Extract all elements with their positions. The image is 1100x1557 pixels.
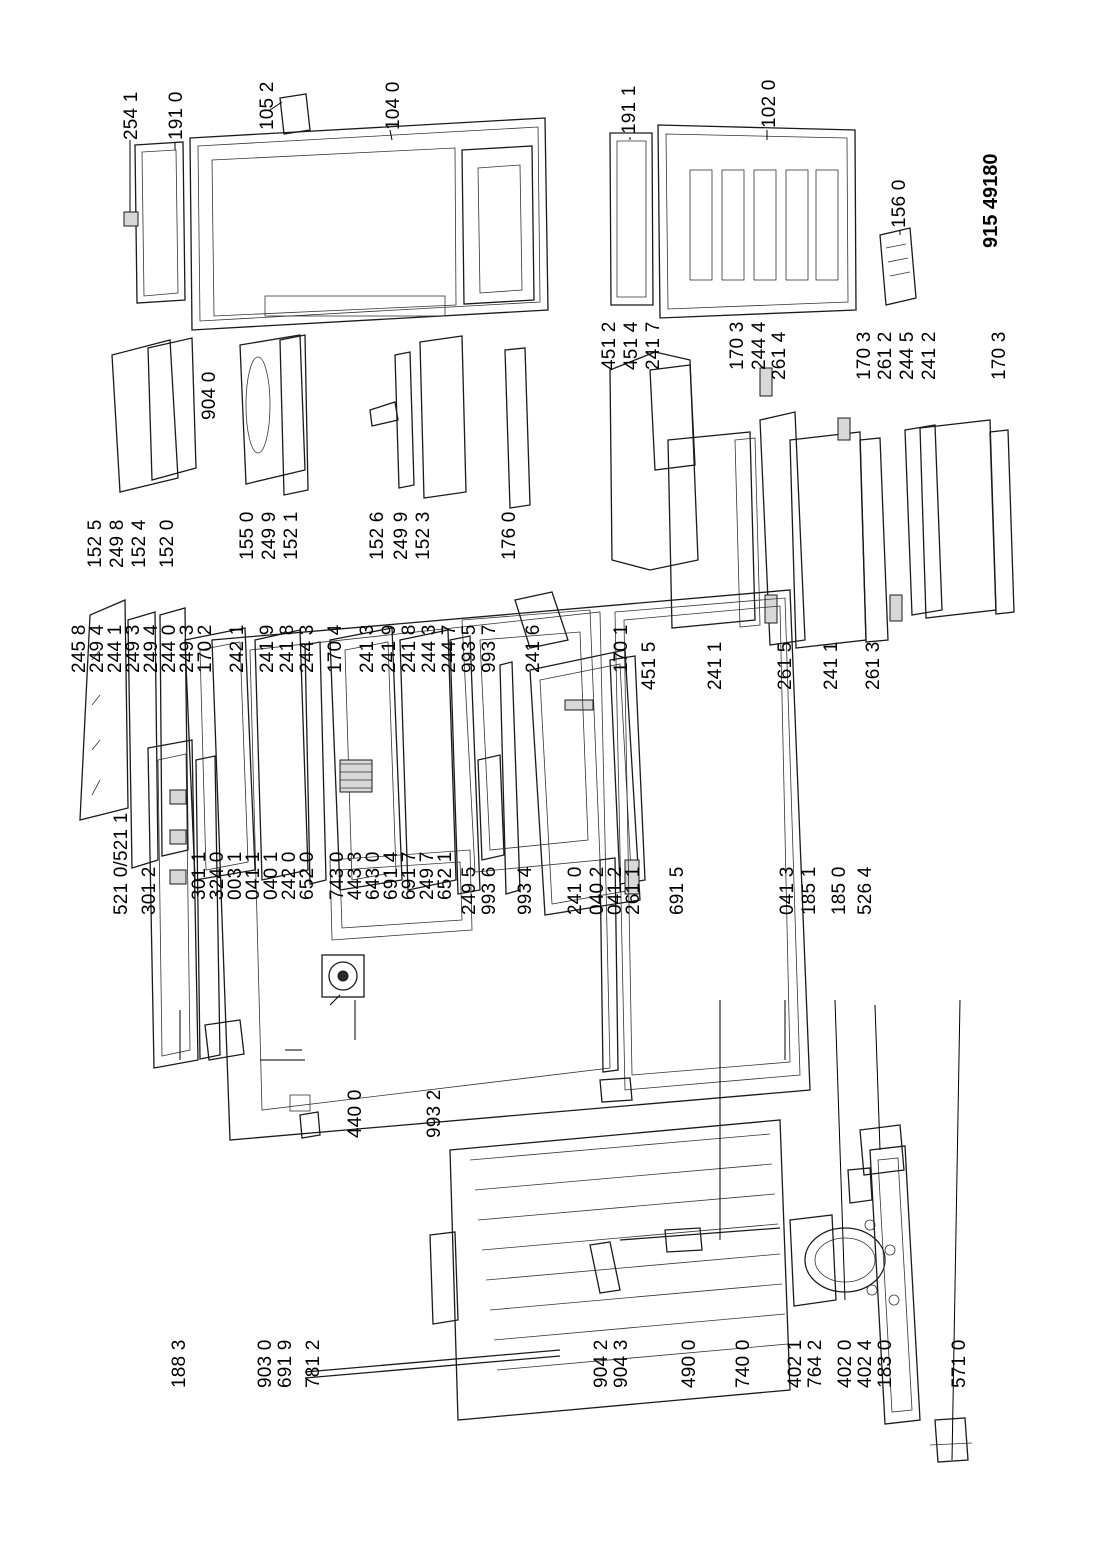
- label-241-8-a: 241 8: [277, 624, 298, 673]
- label-261-5: 261 5: [775, 641, 796, 690]
- upper-door-gasket: [123, 141, 186, 304]
- label-571-0: 571 0: [949, 1339, 970, 1388]
- label-903-0: 903 0: [255, 1339, 276, 1388]
- document-number: 915 49180: [980, 153, 1002, 248]
- label-241-3: 241 3: [357, 624, 378, 673]
- label-170-2: 170 2: [195, 624, 216, 673]
- label-652-1: 652 1: [435, 851, 456, 900]
- fan-assembly: [321, 954, 365, 998]
- label-170-1: 170 1: [611, 624, 632, 673]
- lower-door-gasket: [609, 132, 654, 306]
- control-panel: [147, 739, 245, 1069]
- label-241-6: 241 6: [523, 624, 544, 673]
- label-451-4: 451 4: [621, 321, 642, 370]
- label-191-0: 191 0: [166, 91, 187, 140]
- label-242-1: 242 1: [227, 624, 248, 673]
- label-185-1: 185 1: [799, 866, 820, 915]
- label-904-3: 904 3: [611, 1339, 632, 1388]
- label-249-5: 249 5: [459, 866, 480, 915]
- cabinet: [211, 589, 811, 1141]
- label-521-0-521-1: 521 0/521 1: [111, 812, 132, 915]
- label-244-5: 244 5: [897, 331, 918, 380]
- label-993-5: 993 5: [459, 624, 480, 673]
- freezer-drawers: [609, 351, 1015, 649]
- label-249-9-b: 249 9: [391, 511, 412, 560]
- label-152-6: 152 6: [367, 511, 388, 560]
- label-490-0: 490 0: [679, 1339, 700, 1388]
- label-261-4: 261 4: [769, 331, 790, 380]
- handle-156: [879, 227, 917, 306]
- label-244-3-a: 244 3: [297, 624, 318, 673]
- label-244-3-b: 244 3: [419, 624, 440, 673]
- label-781-2: 781 2: [303, 1339, 324, 1388]
- label-249-9-a: 249 9: [259, 511, 280, 560]
- label-691-9: 691 9: [275, 1339, 296, 1388]
- label-041-3: 041 3: [777, 866, 798, 915]
- label-261-1: 261 1: [623, 866, 644, 915]
- small-parts: [299, 1111, 973, 1463]
- label-156-0: 156 0: [889, 179, 910, 228]
- label-402-4: 402 4: [855, 1339, 876, 1388]
- label-152-0: 152 0: [157, 519, 178, 568]
- upper-door: [189, 93, 549, 331]
- condenser: [304, 1119, 791, 1421]
- label-440-0: 440 0: [345, 1089, 366, 1138]
- label-155-0: 155 0: [237, 511, 258, 560]
- label-105-2: 105 2: [257, 81, 278, 130]
- label-402-1: 402 1: [785, 1339, 806, 1388]
- label-993-6: 993 6: [479, 866, 500, 915]
- label-241-1-a: 241 1: [705, 641, 726, 690]
- label-241-9-b: 241 9: [379, 624, 400, 673]
- label-993-4: 993 4: [515, 866, 536, 915]
- label-244-4: 244 4: [749, 321, 770, 370]
- label-652-0: 652 0: [297, 851, 318, 900]
- label-241-1-b: 241 1: [821, 641, 842, 690]
- label-152-1: 152 1: [281, 511, 302, 560]
- door-bins: [111, 334, 531, 509]
- label-451-5: 451 5: [639, 641, 660, 690]
- label-691-5: 691 5: [667, 866, 688, 915]
- label-102-0: 102 0: [759, 79, 780, 128]
- label-176-0: 176 0: [499, 511, 520, 560]
- label-904-2: 904 2: [591, 1339, 612, 1388]
- label-183-0: 183 0: [875, 1339, 896, 1388]
- label-241-0: 241 0: [565, 866, 586, 915]
- label-249-8-a: 249 8: [107, 519, 128, 568]
- leader-lines: [129, 101, 961, 1461]
- label-904-0: 904 0: [199, 371, 220, 420]
- label-241-7: 241 7: [643, 321, 664, 370]
- label-993-7: 993 7: [479, 624, 500, 673]
- label-764-2: 764 2: [805, 1339, 826, 1388]
- label-740-0: 740 0: [733, 1339, 754, 1388]
- label-170-3-c: 170 3: [989, 331, 1010, 380]
- base-rail: [869, 1145, 921, 1425]
- label-170-3-a: 170 3: [727, 321, 748, 370]
- label-152-3: 152 3: [413, 511, 434, 560]
- label-188-3: 188 3: [169, 1339, 190, 1388]
- label-170-3-b: 170 3: [854, 331, 875, 380]
- label-241-8-b: 241 8: [399, 624, 420, 673]
- label-261-3: 261 3: [863, 641, 884, 690]
- label-301-2: 301 2: [139, 866, 160, 915]
- label-254-1: 254 1: [121, 91, 142, 140]
- label-402-0: 402 0: [835, 1339, 856, 1388]
- label-104-0: 104 0: [383, 81, 404, 130]
- label-152-5: 152 5: [85, 519, 106, 568]
- label-261-2: 261 2: [875, 331, 896, 380]
- label-191-1: 191 1: [619, 85, 640, 134]
- label-526-4: 526 4: [855, 866, 876, 915]
- label-185-0: 185 0: [829, 866, 850, 915]
- label-244-7: 244 7: [439, 624, 460, 673]
- label-993-2: 993 2: [424, 1089, 445, 1138]
- label-451-2: 451 2: [599, 321, 620, 370]
- label-241-9-a: 241 9: [257, 624, 278, 673]
- label-170-4: 170 4: [325, 624, 346, 673]
- compressor: [789, 1124, 905, 1307]
- label-152-4: 152 4: [129, 519, 150, 568]
- label-241-2: 241 2: [919, 331, 940, 380]
- lower-door: [657, 124, 857, 319]
